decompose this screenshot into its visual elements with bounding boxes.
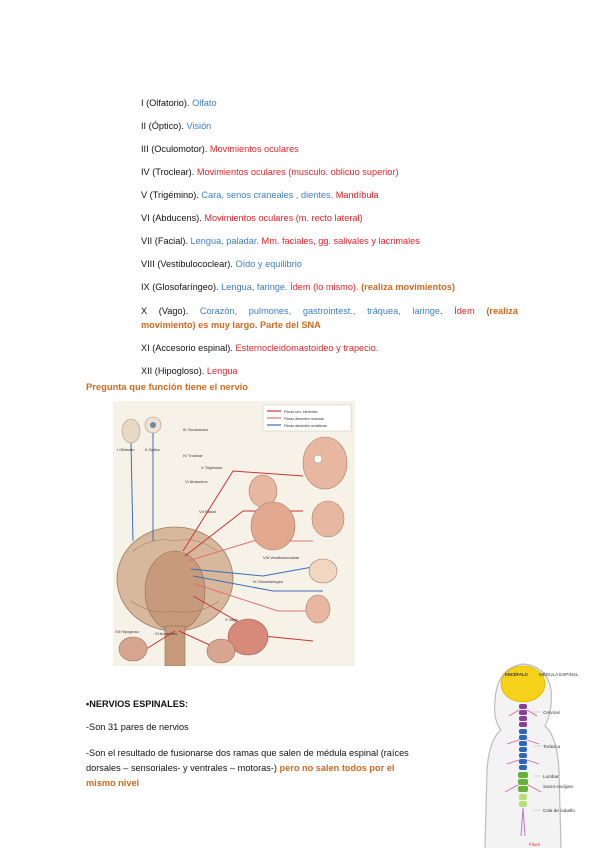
thoracic-segment (519, 729, 527, 770)
cauda-drawing (520, 807, 526, 837)
label-sacro-coxigea: Sacro-coxígea (543, 784, 573, 789)
label-glosofaringeo: IX Glosofaríngeo (253, 579, 284, 584)
legend-item-2: Fibras aferentes motoras (284, 417, 324, 421)
pupil-drawing (150, 422, 156, 428)
nerve-line-x-continued: movimiento) es muy largo. Parte del SNA (141, 320, 321, 330)
legend-item-1: Fibras sen. eferentes (284, 410, 318, 414)
label-oculomotor: III Oculomotor (183, 427, 209, 432)
label-medula-espinal: MÉDULA ESPINAL (539, 671, 579, 677)
label-trigemino: V Trigémino (201, 465, 223, 470)
label-vago: X Vago (225, 617, 239, 622)
spine-labels: ENCÉFALO MÉDULA ESPINAL Cervical Torácic… (505, 671, 579, 847)
face-drawing-2 (311, 500, 345, 538)
label-accesorio: XI Accesorio (155, 631, 178, 636)
label-cervical: Cervical (543, 710, 560, 715)
nerve-line-xi: XI (Accesorio espinal). Esternocleidomas… (141, 343, 379, 353)
label-olfatorio: I Olfatorio (117, 447, 135, 452)
spinal-point-2: -Son el resultado de fusionarse dos rama… (86, 748, 409, 788)
brainstem-drawing (144, 550, 206, 632)
ear-drawing (308, 558, 338, 584)
neck-drawing (206, 638, 236, 664)
lumbar-segment (518, 772, 528, 792)
label-abducens: VI Abducens (185, 479, 207, 484)
tongue-drawing (118, 636, 148, 662)
nose-olfactory-area (121, 418, 141, 444)
spinal-point-1: -Son 31 pares de nervios (86, 722, 189, 732)
thorax-organs-drawing (227, 618, 269, 656)
nerve-line-vii: VII (Facial). Lengua, paladar. Mm. facia… (141, 236, 420, 246)
nerve-line-xii: XII (Hipogloso). Lengua (141, 366, 238, 376)
illustration-labels: I Olfatorio II Óptico III Oculomotor IV … (115, 427, 300, 636)
label-cola-de-caballo: Cola de caballo (543, 808, 575, 813)
question-heading: Pregunta que función tiene el nervio (86, 381, 249, 392)
label-troclear: IV Troclear (183, 453, 203, 458)
label-filum: Filum (529, 842, 540, 847)
cranial-nerves-illustration: Fibras sen. eferentes Fibras aferentes m… (113, 401, 355, 666)
illustration-legend: Fibras sen. eferentes Fibras aferentes m… (262, 404, 352, 432)
label-hipogloso: XII Hipogloso (115, 629, 140, 634)
label-toracica: Torácica (543, 744, 561, 749)
sacral-segment (519, 794, 527, 807)
cervical-segment (519, 704, 527, 727)
nerve-line-v: V (Trigémino). Cara, senos craneales , d… (141, 190, 379, 200)
brain-drawing (500, 665, 546, 703)
label-vestibulococlear: VIII Vestibulococlear (263, 555, 300, 560)
head-drawing-2 (250, 501, 296, 551)
throat-drawing (305, 594, 331, 624)
spinal-nerves-heading: •NERVIOS ESPINALES: (86, 699, 189, 709)
nerve-line-vi: VI (Abducens). Movimientos oculares (m. … (141, 213, 363, 223)
nerve-line-ii: II (Óptico). Visión (141, 121, 212, 131)
legend-item-3: Fibras aferentes sensitivas (284, 424, 327, 428)
head-drawing-1 (302, 436, 348, 490)
spinal-cord-drawing (164, 625, 186, 666)
label-encefalo: ENCÉFALO (505, 672, 529, 677)
label-lumbar: Lumbar (543, 774, 559, 779)
nerve-line-iii: III (Oculomotor). Movimientos oculares (141, 144, 299, 154)
label-optico: II Óptico (145, 447, 161, 452)
nerve-line-i: I (Olfatorio). Olfato (141, 98, 217, 108)
spinal-cord-illustration: ENCÉFALO MÉDULA ESPINAL Cervical Torácic… (475, 660, 599, 848)
label-facial: VII Facial (199, 509, 216, 514)
nerve-line-iv: IV (Troclear). Movimientos oculares (mus… (141, 167, 399, 177)
nerve-line-ix: IX (Glosofaríngeo). Lengua, faringe. Íde… (141, 282, 456, 292)
nerve-branches (504, 709, 542, 793)
nerve-line-x: X (Vago). Corazón, pulmones, gastrointes… (141, 306, 518, 316)
nerve-line-viii: VIII (Vestibulococlear). Oído y equilibr… (141, 259, 302, 269)
